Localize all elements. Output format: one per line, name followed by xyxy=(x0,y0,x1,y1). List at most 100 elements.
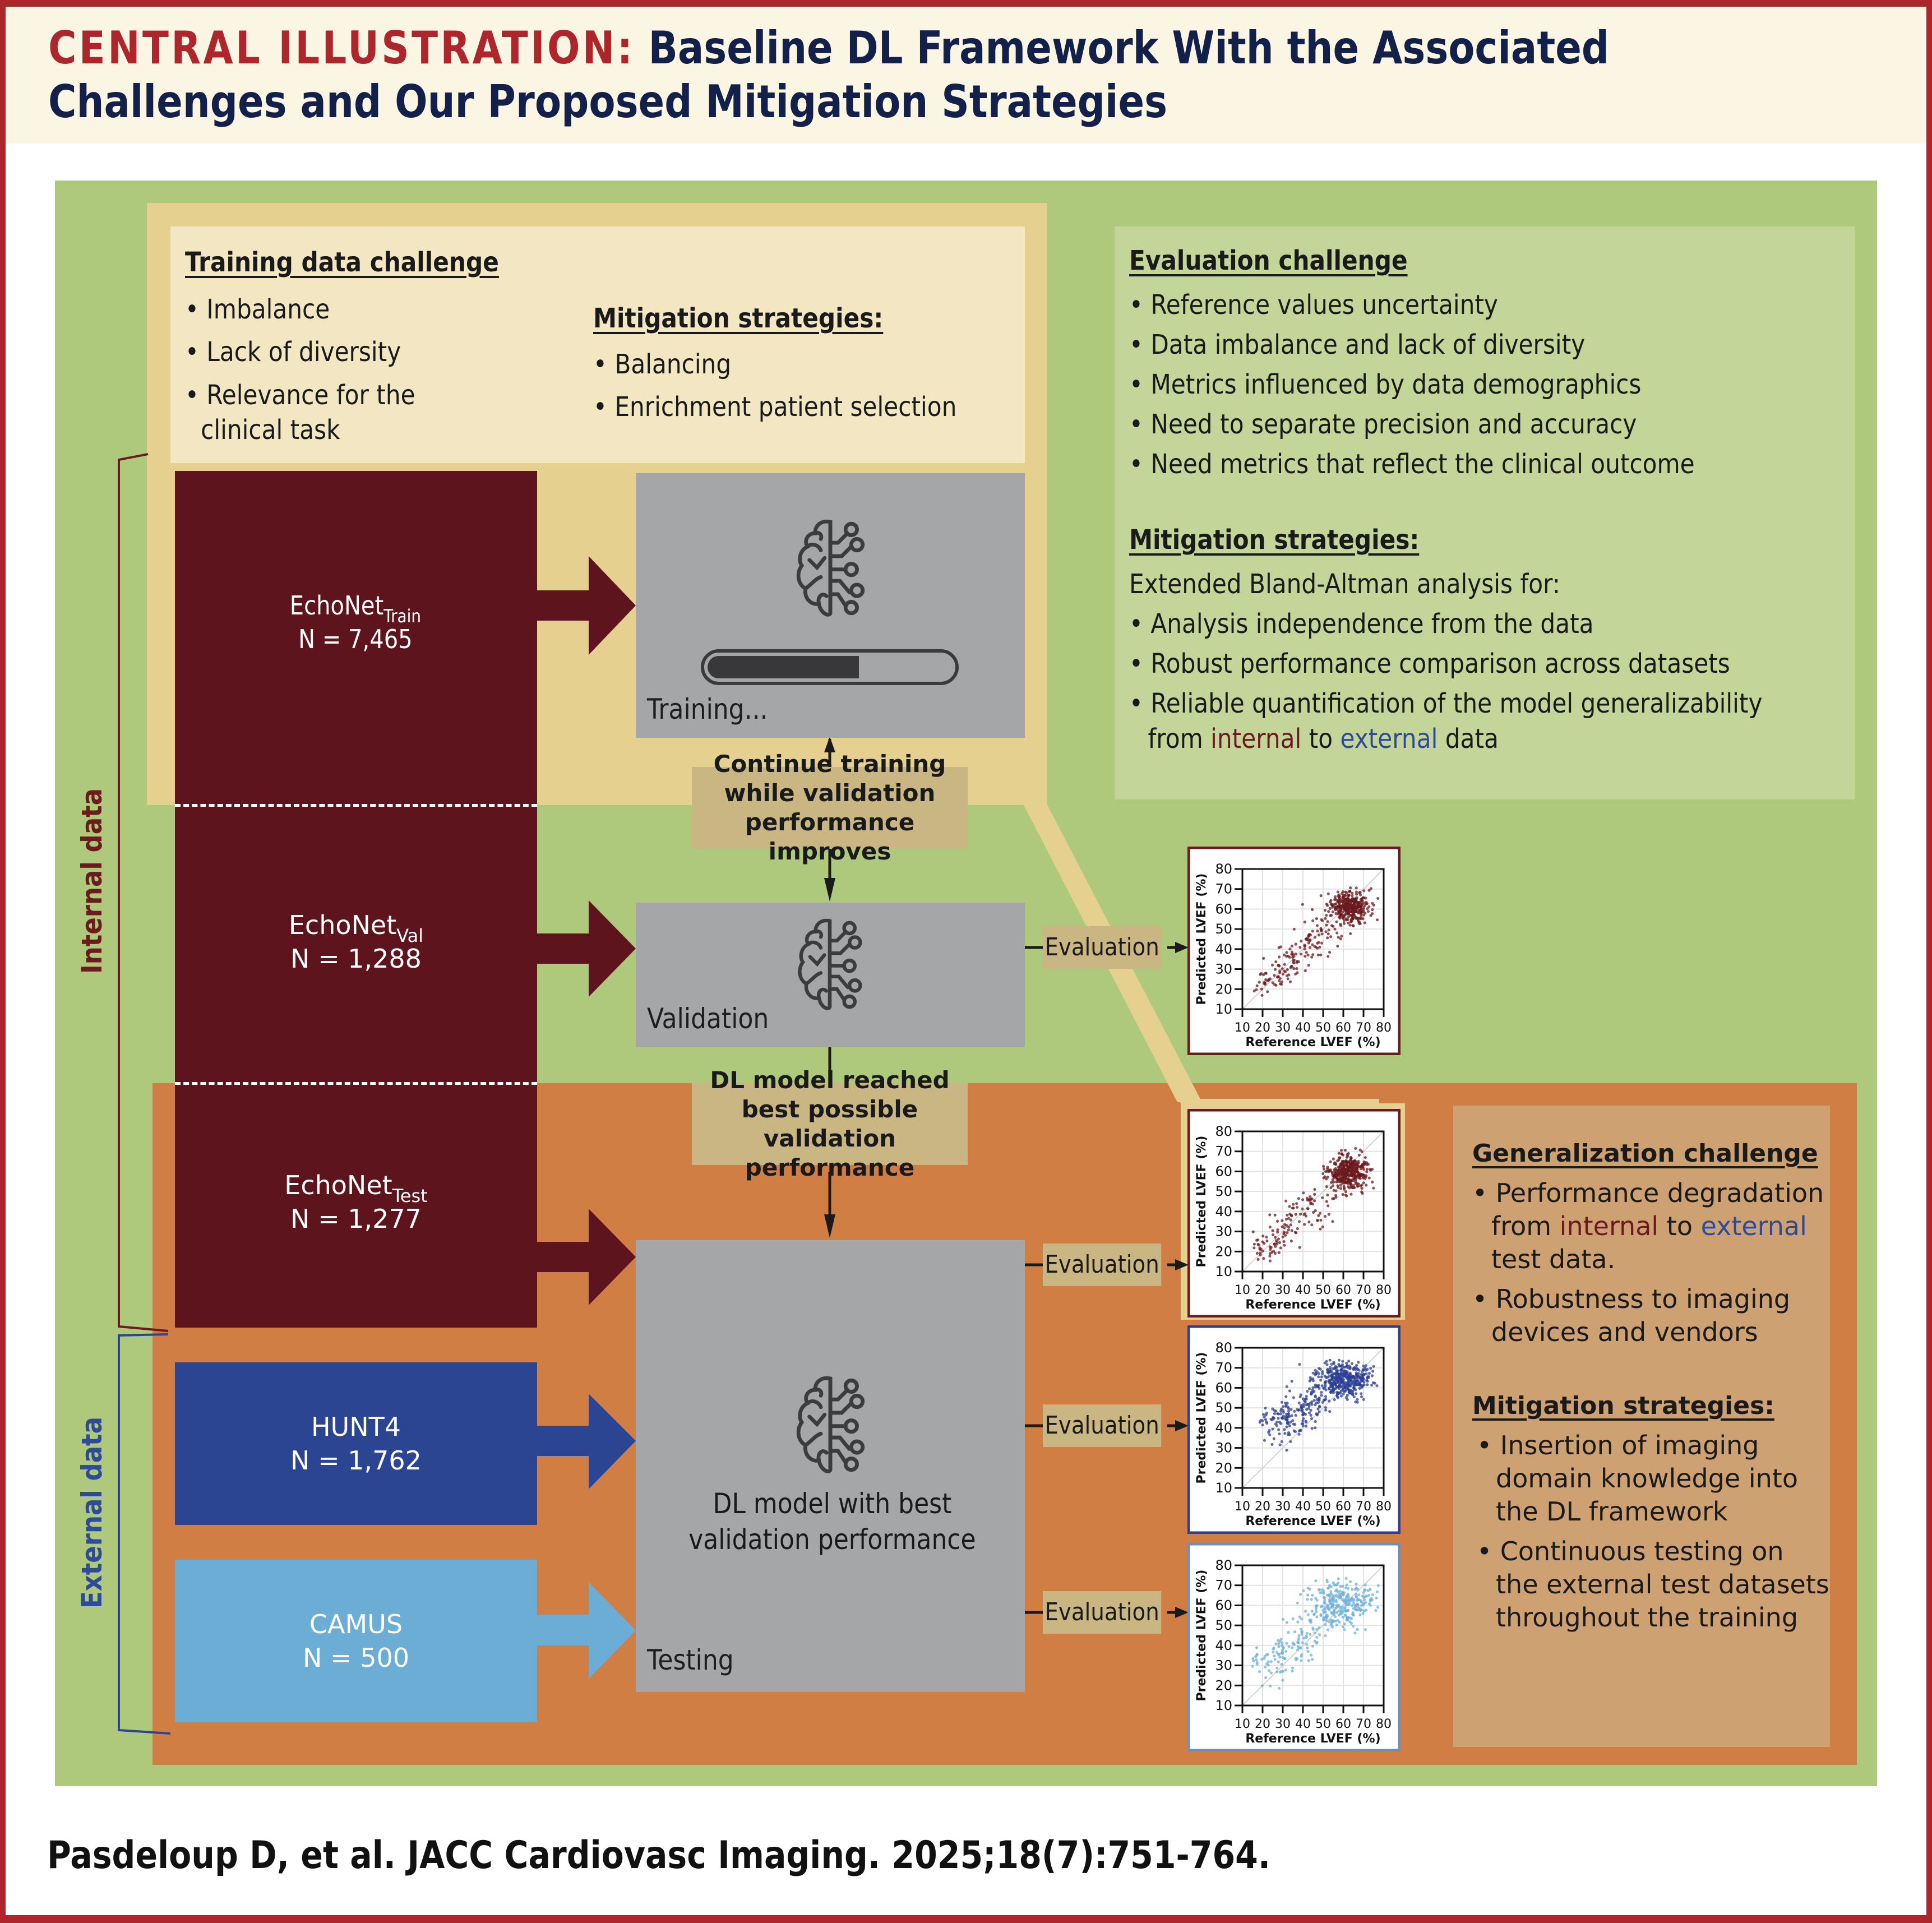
data-point xyxy=(1340,1607,1343,1611)
data-point xyxy=(1300,1405,1304,1408)
data-point xyxy=(1336,890,1339,894)
data-point xyxy=(1325,903,1328,906)
data-point xyxy=(1352,1186,1355,1189)
evaluation-tag-camus: Evaluation xyxy=(1043,1591,1162,1634)
x-tick-label: 30 xyxy=(1275,1021,1291,1035)
data-point xyxy=(1278,1241,1281,1244)
data-point xyxy=(1353,1606,1357,1609)
data-point xyxy=(1318,1410,1321,1413)
data-point xyxy=(1263,1439,1267,1442)
data-point xyxy=(1257,1244,1260,1247)
data-point xyxy=(1319,927,1323,930)
data-point xyxy=(1326,1628,1330,1631)
y-tick-label: 40 xyxy=(1215,1204,1232,1219)
plot-axes-box xyxy=(1241,868,1385,1010)
data-point xyxy=(1264,972,1268,975)
data-point xyxy=(1280,1400,1283,1404)
training-mitigation-heading: Mitigation strategies: xyxy=(593,303,884,334)
data-point xyxy=(1331,1384,1334,1388)
x-tick-label: 30 xyxy=(1275,1283,1291,1297)
data-point xyxy=(1334,1378,1338,1381)
data-point xyxy=(1323,1175,1326,1178)
data-point xyxy=(1354,1178,1357,1181)
data-point xyxy=(1311,930,1314,933)
data-point xyxy=(1339,1385,1343,1388)
data-point xyxy=(1369,1367,1372,1370)
data-point xyxy=(1288,947,1292,951)
data-point xyxy=(1299,1213,1302,1216)
data-point xyxy=(1275,1240,1279,1244)
data-point xyxy=(1331,1220,1334,1223)
data-point xyxy=(1360,1186,1364,1190)
data-point xyxy=(1362,1380,1366,1384)
data-point xyxy=(1311,1386,1315,1389)
data-point xyxy=(1314,1394,1317,1398)
data-point xyxy=(1341,1611,1344,1615)
training-challenge-item: • Imbalance xyxy=(185,294,330,325)
data-point xyxy=(1342,895,1345,899)
data-point xyxy=(1314,1373,1317,1376)
data-point xyxy=(1310,955,1314,959)
data-point xyxy=(1347,1593,1350,1596)
data-point xyxy=(1333,1583,1336,1587)
data-point xyxy=(1286,974,1289,977)
data-point xyxy=(1344,1586,1348,1589)
data-point xyxy=(1273,1409,1276,1412)
data-point xyxy=(1282,1405,1285,1408)
data-point xyxy=(1346,897,1349,900)
data-point xyxy=(1364,1588,1367,1592)
data-point xyxy=(1329,1590,1333,1593)
x-tick-label: 80 xyxy=(1376,1500,1392,1514)
data-point xyxy=(1341,1379,1344,1383)
data-point xyxy=(1362,1596,1366,1599)
data-point xyxy=(1314,1385,1317,1389)
data-point xyxy=(1326,1607,1330,1611)
data-point xyxy=(1259,972,1263,976)
data-point xyxy=(1314,1420,1317,1423)
data-point xyxy=(1329,1160,1332,1163)
evaluation-tag-test: Evaluation xyxy=(1043,1244,1162,1286)
data-point xyxy=(1337,1156,1341,1159)
data-point xyxy=(1268,1669,1271,1672)
data-point xyxy=(1349,1182,1352,1185)
data-point xyxy=(1275,1670,1279,1674)
x-tick-label: 60 xyxy=(1335,1717,1351,1731)
page-title: CENTRAL ILLUSTRATION: Baseline DL Framew… xyxy=(48,21,1880,129)
data-point xyxy=(1292,1203,1295,1206)
data-point xyxy=(1329,1168,1332,1172)
data-point xyxy=(1318,933,1321,937)
data-point xyxy=(1283,1432,1287,1435)
data-point xyxy=(1301,1397,1305,1400)
y-axis-label: Predicted LVEF (%) xyxy=(1195,1136,1209,1268)
data-point xyxy=(1289,1223,1292,1227)
data-point xyxy=(1281,1670,1284,1673)
x-tick-label: 60 xyxy=(1335,1500,1351,1514)
data-point xyxy=(1329,902,1333,905)
y-axis-label: Predicted LVEF (%) xyxy=(1195,873,1209,1005)
data-point xyxy=(1320,1390,1323,1394)
training-challenge-text: Training data challenge • Imbalance • La… xyxy=(185,241,560,447)
data-point xyxy=(1320,1605,1324,1608)
data-point xyxy=(1315,1615,1319,1619)
data-point xyxy=(1289,1408,1293,1411)
data-point xyxy=(1297,960,1300,963)
x-tick-label: 70 xyxy=(1356,1021,1371,1035)
data-point xyxy=(1345,1619,1348,1622)
data-point xyxy=(1341,1360,1344,1363)
data-point xyxy=(1283,1244,1286,1247)
data-point xyxy=(1375,918,1379,922)
data-point xyxy=(1371,1374,1374,1377)
data-point xyxy=(1330,1375,1334,1378)
data-point xyxy=(1268,1213,1272,1217)
data-point xyxy=(1284,1668,1287,1672)
data-point xyxy=(1283,1223,1287,1226)
data-point xyxy=(1354,1383,1357,1386)
data-point xyxy=(1343,1149,1347,1152)
data-point xyxy=(1304,969,1307,973)
data-point xyxy=(1323,1598,1326,1602)
data-point xyxy=(1321,1400,1324,1404)
data-point xyxy=(1353,1163,1357,1166)
data-point xyxy=(1285,1425,1288,1429)
data-point xyxy=(1326,892,1330,895)
